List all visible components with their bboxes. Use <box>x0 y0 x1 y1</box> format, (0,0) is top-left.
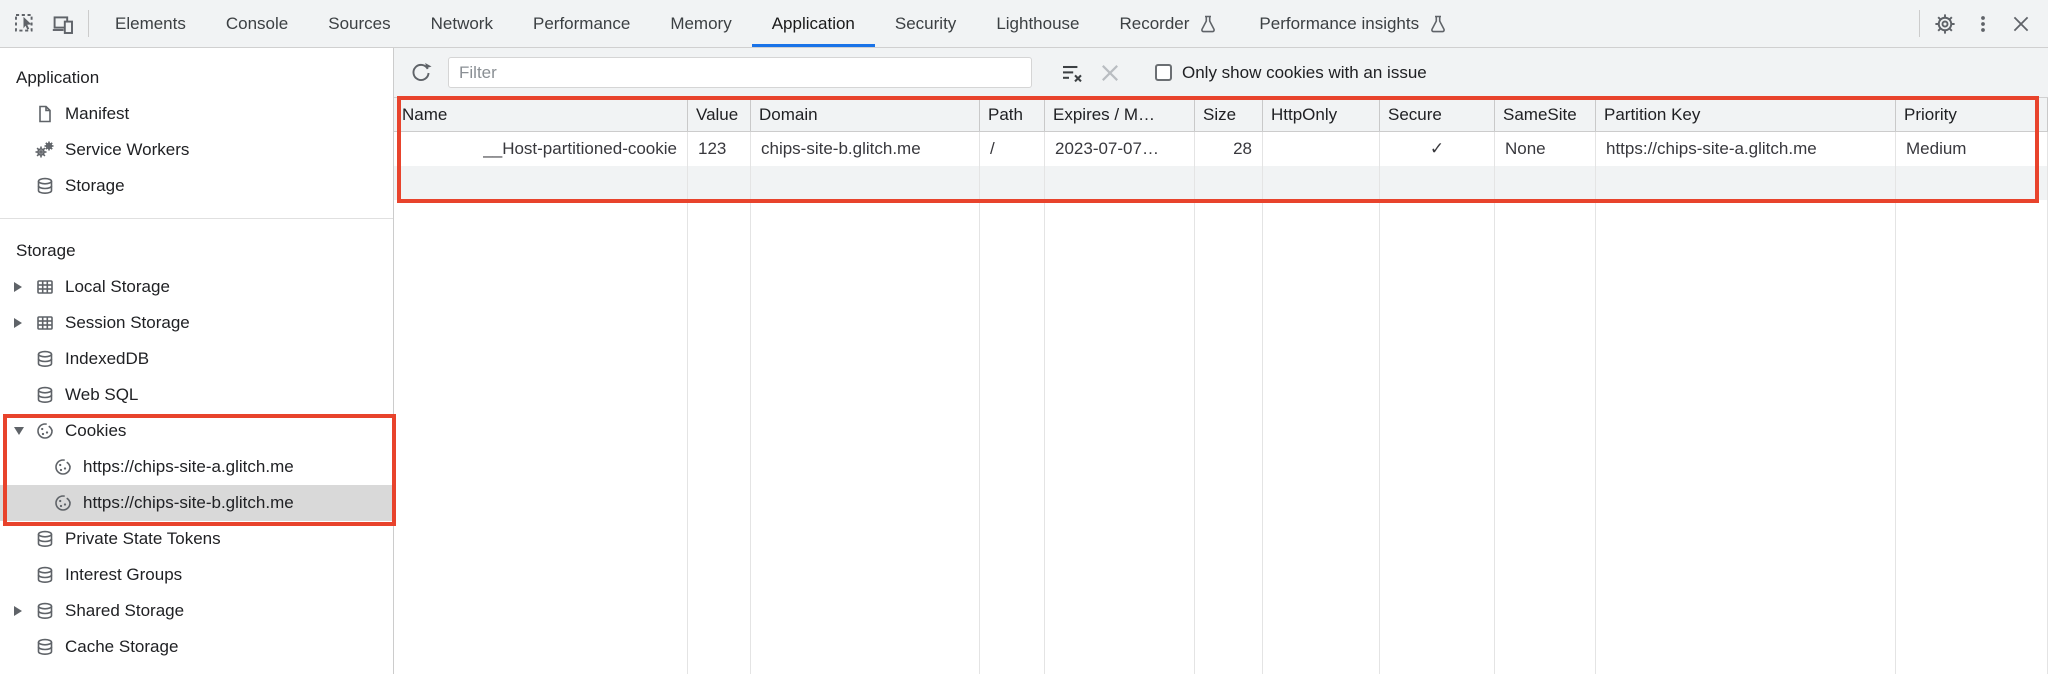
tab-console[interactable]: Console <box>225 13 289 33</box>
sidebar-item-shared-storage[interactable]: Shared Storage <box>0 593 393 629</box>
cookie-expires-cell[interactable]: 2023-07-07… <box>1045 132 1195 166</box>
database-icon <box>34 384 56 406</box>
tab-performance[interactable]: Performance <box>532 13 631 33</box>
clear-filter-icon[interactable] <box>1053 61 1091 85</box>
sidebar-item-cookies-chips-site-a[interactable]: https://chips-site-a.glitch.me <box>0 449 393 485</box>
cookies-table: Name Value Domain Path Expires / M… Size… <box>394 98 2048 674</box>
database-icon <box>34 175 56 197</box>
sidebar-item-session-storage[interactable]: Session Storage <box>0 305 393 341</box>
chevron-right-icon <box>14 282 22 292</box>
sidebar-item-local-storage[interactable]: Local Storage <box>0 269 393 305</box>
chevron-right-icon <box>14 318 22 328</box>
filter-input[interactable] <box>448 57 1032 88</box>
device-toolbar-icon[interactable] <box>44 0 82 47</box>
column-header-samesite[interactable]: SameSite <box>1495 98 1596 131</box>
tab-network[interactable]: Network <box>430 13 493 33</box>
cookies-toolbar: Only show cookies with an issue <box>394 48 2048 98</box>
inspect-element-icon[interactable] <box>6 0 44 47</box>
column-header-domain[interactable]: Domain <box>751 98 980 131</box>
close-icon[interactable] <box>2002 0 2040 47</box>
section-title-storage: Storage <box>16 241 76 260</box>
flask-icon <box>1197 13 1219 35</box>
table-icon <box>34 312 56 334</box>
issue-checkbox-label[interactable]: Only show cookies with an issue <box>1182 62 1427 82</box>
column-header-partition-key[interactable]: Partition Key <box>1596 98 1896 131</box>
tabbar-divider <box>88 10 89 37</box>
sidebar-item-storage[interactable]: Storage <box>0 168 393 204</box>
column-header-name[interactable]: Name <box>394 98 688 131</box>
cookie-name-cell[interactable]: __Host-partitioned-cookie <box>394 132 688 166</box>
cookie-path-cell[interactable]: / <box>980 132 1045 166</box>
tab-recorder[interactable]: Recorder <box>1100 0 1240 47</box>
empty-row[interactable] <box>394 166 2048 200</box>
tabbar-right-icons <box>1913 0 2048 47</box>
cookie-value-cell[interactable]: 123 <box>688 132 751 166</box>
tab-sources[interactable]: Sources <box>328 13 391 33</box>
sidebar-item-private-state-tokens[interactable]: Private State Tokens <box>0 521 393 557</box>
tab-application[interactable]: Application <box>751 0 875 47</box>
tab-security[interactable]: Security <box>894 13 957 33</box>
column-header-path[interactable]: Path <box>980 98 1045 131</box>
column-header-expires[interactable]: Expires / M… <box>1045 98 1195 131</box>
cookie-icon <box>52 492 74 514</box>
sidebar-item-cache-storage[interactable]: Cache Storage <box>0 629 393 665</box>
sidebar-item-web-sql[interactable]: Web SQL <box>0 377 393 413</box>
cookies-pane: Only show cookies with an issue Name Val… <box>394 48 2048 674</box>
sidebar-item-indexeddb[interactable]: IndexedDB <box>0 341 393 377</box>
document-icon <box>34 103 56 125</box>
section-title-application: Application <box>16 68 100 87</box>
sidebar-item-cookies[interactable]: Cookies <box>0 413 393 449</box>
chevron-right-icon <box>14 606 22 616</box>
tab-elements[interactable]: Elements <box>115 13 186 33</box>
database-icon <box>34 564 56 586</box>
sidebar-item-cookies-chips-site-b[interactable]: https://chips-site-b.glitch.me <box>0 485 393 521</box>
database-icon <box>34 636 56 658</box>
cookie-partition-key-cell[interactable]: https://chips-site-a.glitch.me <box>1596 132 1896 166</box>
gears-icon <box>34 139 56 161</box>
sidebar-item-service-workers[interactable]: Service Workers <box>0 132 393 168</box>
sidebar-item-manifest[interactable]: Manifest <box>0 96 393 132</box>
tabbar-left-icons <box>0 0 95 47</box>
chevron-down-icon <box>14 427 24 435</box>
database-icon <box>34 528 56 550</box>
tabbar-divider <box>1919 10 1920 37</box>
column-header-priority[interactable]: Priority <box>1896 98 2048 131</box>
settings-gear-icon[interactable] <box>1926 0 1964 47</box>
column-header-secure[interactable]: Secure <box>1380 98 1495 131</box>
tab-performance-insights[interactable]: Performance insights <box>1239 0 1469 47</box>
cookie-samesite-cell[interactable]: None <box>1495 132 1596 166</box>
flask-icon <box>1427 13 1449 35</box>
issue-checkbox[interactable] <box>1155 64 1172 81</box>
column-header-value[interactable]: Value <box>688 98 751 131</box>
column-header-size[interactable]: Size <box>1195 98 1263 131</box>
application-sidebar: Application Manifest Service Workers <box>0 48 394 674</box>
sidebar-divider <box>0 218 393 219</box>
column-header-httponly[interactable]: HttpOnly <box>1263 98 1380 131</box>
database-icon <box>34 348 56 370</box>
cookie-httponly-cell[interactable] <box>1263 132 1380 166</box>
refresh-icon[interactable] <box>402 61 440 85</box>
cookie-domain-cell[interactable]: chips-site-b.glitch.me <box>751 132 980 166</box>
table-empty-area <box>394 200 2048 674</box>
cookie-priority-cell[interactable]: Medium <box>1896 132 2048 166</box>
cookies-table-header: Name Value Domain Path Expires / M… Size… <box>394 98 2048 132</box>
more-options-icon[interactable] <box>1964 0 2002 47</box>
table-icon <box>34 276 56 298</box>
cookie-icon <box>34 420 56 442</box>
tab-memory[interactable]: Memory <box>670 13 732 33</box>
cookie-icon <box>52 456 74 478</box>
devtools-content: Application Manifest Service Workers <box>0 48 2048 674</box>
database-icon <box>34 600 56 622</box>
cookie-size-cell[interactable]: 28 <box>1195 132 1263 166</box>
cookie-row[interactable]: __Host-partitioned-cookie 123 chips-site… <box>394 132 2048 166</box>
sidebar-item-interest-groups[interactable]: Interest Groups <box>0 557 393 593</box>
cookie-secure-cell[interactable]: ✓ <box>1380 132 1495 166</box>
devtools-tabbar: Elements Console Sources Network Perform… <box>0 0 2048 48</box>
tab-lighthouse[interactable]: Lighthouse <box>996 13 1080 33</box>
panel-tabs: Elements Console Sources Network Perform… <box>95 0 1469 47</box>
clear-all-icon[interactable] <box>1091 61 1129 85</box>
